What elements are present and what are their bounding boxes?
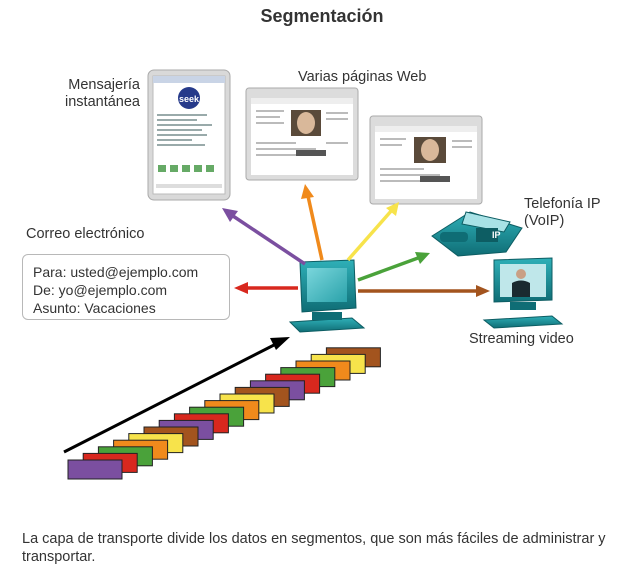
arrow-to-im [229,212,306,266]
email-from: De: yo@ejemplo.com [33,282,168,298]
data-segments-stack [67,347,381,480]
label-web-pages: Varias páginas Web [298,69,427,85]
email-message-box: Para: usted@ejemplo.com De: yo@ejemplo.c… [22,254,230,320]
caption-text: La capa de transporte divide los datos e… [22,531,606,565]
instant-messaging-window: seek [147,69,231,201]
email-subject: Asunto: Vacaciones [33,300,156,316]
arrow-to-phone [357,256,419,282]
im-brand-text: seek [179,94,200,104]
diagram-title: Segmentación [260,6,384,26]
phone-ip-badge: IP [492,230,501,240]
email-to: Para: usted@ejemplo.com [33,264,199,280]
data-segment [67,459,123,480]
segmentation-flow-arrow [63,337,290,454]
web-page-window-1 [245,87,359,181]
arrow-to-web2 [346,208,394,262]
arrow-to-web1 [306,195,324,261]
label-instant-messaging: Mensajería instantánea [62,77,140,111]
video-monitor-icon [482,257,564,329]
label-im-line2: instantánea [65,94,140,110]
label-im-line1: Mensajería [68,77,140,93]
label-email: Correo electrónico [26,226,145,242]
web-page-window-2 [369,115,483,205]
label-ip-telephony: Telefonía IP (VoIP) [524,196,601,230]
label-streaming-video: Streaming video [469,331,574,347]
arrows [222,184,490,297]
central-computer-icon [288,259,366,333]
label-ipt-line1: Telefonía IP [524,196,601,212]
ip-phone-icon: IP [431,211,523,257]
label-ipt-line2: (VoIP) [524,213,565,229]
